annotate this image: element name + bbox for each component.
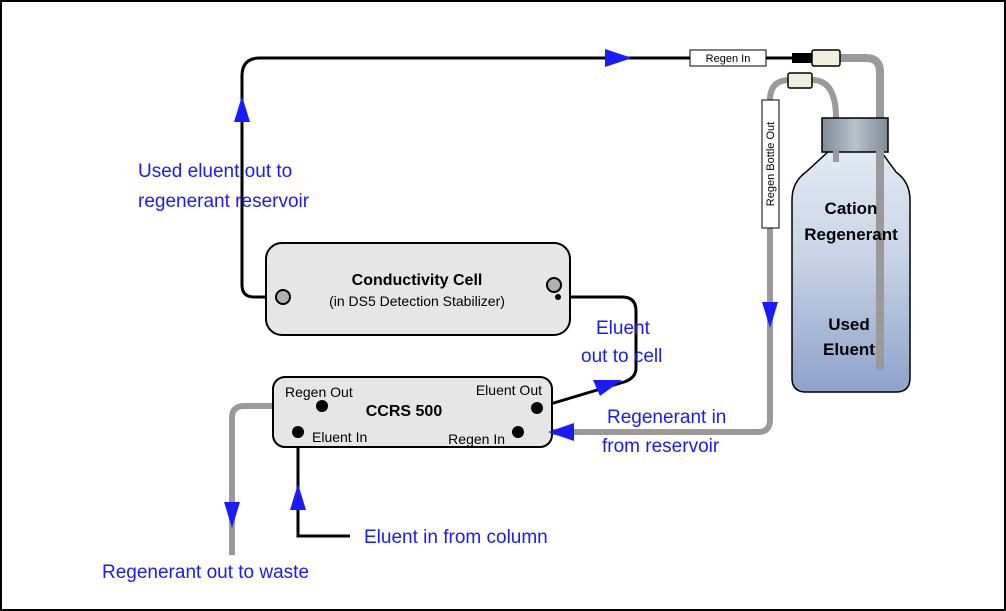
connector-black (792, 53, 814, 63)
label-used-eluent-line1: Used eluent out to (138, 161, 292, 182)
bottle-label-eluent: Eluent (823, 340, 875, 359)
ccrs-eluent-in-label: Eluent In (312, 429, 367, 445)
conductivity-cell-title: Conductivity Cell (352, 272, 483, 289)
regen-bottle-out-tag (761, 99, 780, 229)
regen-in-tag-label: Regen In (706, 53, 751, 65)
cell-port-right-outlet (555, 294, 561, 300)
arrow-eluent-in-up (290, 484, 306, 510)
ccrs-port-eluent-out (531, 402, 543, 414)
conductivity-cell-body (265, 242, 571, 336)
connector-fitting (811, 49, 841, 67)
tube-eluent-in (296, 432, 350, 538)
bottle-label-used: Used (828, 315, 870, 334)
bottle-label-cation: Cation (825, 199, 878, 218)
arrow-eluent-out-to-cell (593, 380, 622, 396)
label-regen-in-line2: from reservoir (602, 436, 720, 457)
conductivity-cell-subtitle: (in DS5 Detection Stabilizer) (329, 293, 505, 309)
arrow-waste-down (224, 502, 240, 528)
regen-in-tag (689, 49, 767, 67)
bottle-cap (821, 117, 889, 153)
tube-eluent-out-to-cell (536, 295, 638, 410)
label-regen-out-to-waste: Regenerant out to waste (102, 562, 309, 583)
cell-port-left (275, 289, 291, 305)
arrow-regen-in-left (548, 423, 574, 441)
tube-regen-out-waste (229, 403, 322, 555)
connector-fitting-bottle (787, 72, 813, 89)
regenerant-bottle: Cation Regenerant Used Eluent (791, 117, 911, 393)
label-eluent-in-from-column: Eluent in from column (364, 527, 548, 548)
ccrs-regen-out-label: Regen Out (285, 384, 353, 400)
arrow-used-eluent-up (234, 96, 250, 122)
ccrs-regen-in-label: Regen In (448, 431, 505, 447)
ccrs-title: CCRS 500 (366, 403, 443, 420)
conductivity-cell: Conductivity Cell (in DS5 Detection Stab… (265, 242, 571, 336)
arrow-regen-in-right (605, 49, 632, 67)
ccrs-port-eluent-in (292, 426, 304, 438)
bottle-label-regenerant: Regenerant (804, 225, 898, 244)
tube-bottle-return (840, 54, 884, 370)
ccrs-500: CCRS 500 Regen Out Eluent Out Eluent In … (272, 376, 553, 448)
ccrs-port-regen-in (512, 426, 524, 438)
label-regen-in-line1: Regenerant in (607, 407, 726, 428)
ccrs-eluent-out-label: Eluent Out (476, 382, 542, 398)
label-used-eluent-line2: regenerant reservoir (138, 191, 310, 212)
tube-regen-bottle-out (520, 77, 839, 435)
tube-used-eluent (240, 56, 692, 299)
ccrs-port-regen-out (316, 400, 328, 412)
cell-port-right (546, 277, 562, 293)
arrow-bottle-out-down (762, 302, 778, 328)
regen-bottle-out-tag-label: Regen Bottle Out (765, 122, 777, 206)
label-eluent-out-line1: Eluent (596, 318, 651, 339)
label-eluent-out-line2: out to cell (581, 346, 662, 367)
ccrs-body (272, 376, 553, 448)
